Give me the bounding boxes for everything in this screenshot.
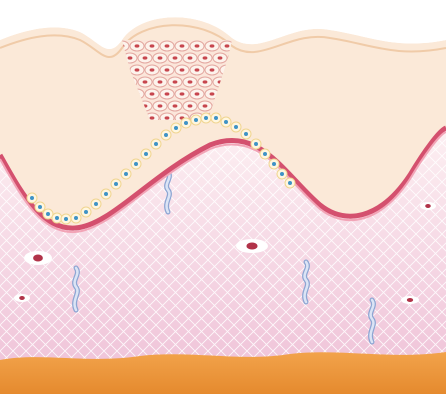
- fibroblast-nucleus: [407, 298, 413, 302]
- cell-nucleus: [158, 56, 163, 59]
- basal-cell-nucleus: [263, 152, 267, 156]
- cell-nucleus: [135, 44, 140, 47]
- cell-nucleus: [173, 80, 178, 83]
- cell-nucleus: [165, 44, 170, 47]
- basal-cell-nucleus: [234, 125, 238, 129]
- basal-cell-nucleus: [144, 152, 148, 156]
- cell-nucleus: [188, 104, 193, 107]
- hypodermis-layer: [0, 352, 446, 394]
- basal-cell-nucleus: [114, 182, 118, 186]
- basal-cell-nucleus: [174, 126, 178, 130]
- cell-nucleus: [165, 92, 170, 95]
- cell-nucleus: [203, 80, 208, 83]
- basal-cell-nucleus: [46, 212, 50, 216]
- cell-nucleus: [150, 116, 155, 119]
- basal-cell-nucleus: [94, 202, 98, 206]
- basal-cell-nucleus: [184, 121, 188, 125]
- cell-nucleus: [173, 56, 178, 59]
- cell-nucleus: [180, 68, 185, 71]
- basal-cell-nucleus: [244, 132, 248, 136]
- basal-cell-nucleus: [254, 142, 258, 146]
- basal-cell-nucleus: [74, 216, 78, 220]
- basal-cell-nucleus: [30, 196, 34, 200]
- basal-cell-nucleus: [194, 118, 198, 122]
- cell-nucleus: [195, 92, 200, 95]
- cell-nucleus: [143, 80, 148, 83]
- basal-cell-nucleus: [204, 116, 208, 120]
- cell-nucleus: [150, 44, 155, 47]
- basal-cell-nucleus: [224, 120, 228, 124]
- cell-nucleus: [188, 56, 193, 59]
- cell-nucleus: [180, 44, 185, 47]
- cell-nucleus: [158, 80, 163, 83]
- cell-nucleus: [158, 104, 163, 107]
- fibroblast-nucleus: [425, 204, 431, 208]
- cell-nucleus: [188, 80, 193, 83]
- basal-cell-nucleus: [214, 116, 218, 120]
- cell-nucleus: [210, 92, 215, 95]
- basal-cell-nucleus: [84, 210, 88, 214]
- fibroblast-nucleus: [246, 243, 257, 250]
- basal-cell-nucleus: [55, 216, 59, 220]
- basal-cell-nucleus: [154, 142, 158, 146]
- basal-cell-nucleus: [104, 192, 108, 196]
- cell-nucleus: [210, 44, 215, 47]
- cell-nucleus: [218, 56, 223, 59]
- cell-nucleus: [150, 68, 155, 71]
- cell-nucleus: [203, 104, 208, 107]
- cell-nucleus: [180, 92, 185, 95]
- cell-nucleus: [165, 116, 170, 119]
- cell-nucleus: [195, 68, 200, 71]
- fibroblast-nucleus: [33, 255, 43, 262]
- basal-cell-nucleus: [272, 162, 276, 166]
- cell-nucleus: [135, 68, 140, 71]
- cell-nucleus: [165, 68, 170, 71]
- cell-nucleus: [173, 104, 178, 107]
- cell-nucleus: [128, 56, 133, 59]
- cell-nucleus: [225, 44, 230, 47]
- cell-nucleus: [195, 44, 200, 47]
- cell-nucleus: [210, 68, 215, 71]
- basal-cell-nucleus: [288, 181, 292, 185]
- cell-nucleus: [203, 56, 208, 59]
- fibroblast-nucleus: [19, 296, 25, 300]
- basal-cell-nucleus: [134, 162, 138, 166]
- basal-cell-nucleus: [38, 205, 42, 209]
- cell-nucleus: [143, 56, 148, 59]
- cell-nucleus: [150, 92, 155, 95]
- basal-cell-nucleus: [124, 172, 128, 176]
- basal-cell-nucleus: [280, 172, 284, 176]
- basal-cell-nucleus: [164, 133, 168, 137]
- basal-cell-nucleus: [64, 217, 68, 221]
